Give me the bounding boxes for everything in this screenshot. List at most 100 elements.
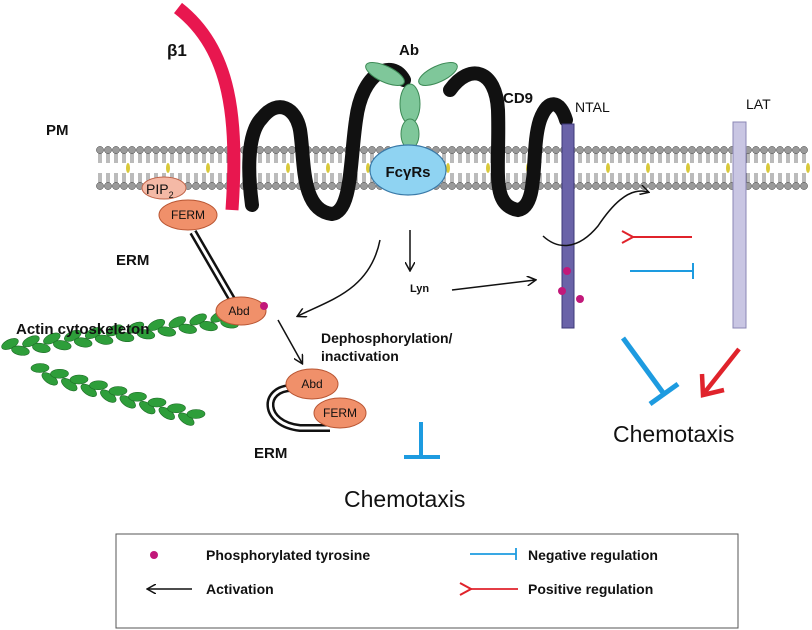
- legend-phospho-dot: [150, 551, 158, 559]
- lipid-head: [456, 182, 464, 190]
- cholesterol: [646, 163, 650, 173]
- lipid-head: [672, 182, 680, 190]
- lipid-head: [680, 146, 688, 154]
- ntal-lat-arrow: [542, 191, 648, 247]
- antibody: [365, 62, 458, 150]
- legend-negative-text: Negative regulation: [528, 547, 658, 563]
- lipid-head: [552, 182, 560, 190]
- lipid-head: [208, 146, 216, 154]
- lipid-head: [656, 182, 664, 190]
- ferm-bottom-label: FERM: [323, 406, 357, 420]
- cholesterol: [326, 163, 330, 173]
- lipid-head: [704, 182, 712, 190]
- lipid-head: [184, 146, 192, 154]
- lipid-head: [768, 182, 776, 190]
- lipid-head: [640, 146, 648, 154]
- beta1-label: β1: [167, 41, 187, 60]
- actin-monomer: [115, 331, 135, 343]
- lipid-head: [104, 146, 112, 154]
- lipid-head: [96, 146, 104, 154]
- cholesterol: [126, 163, 130, 173]
- lipid-head: [112, 146, 120, 154]
- lipid-head: [336, 146, 344, 154]
- ntal-bar: [561, 123, 575, 329]
- lipid-head: [368, 146, 376, 154]
- legend-phospho-text: Phosphorylated tyrosine: [206, 547, 370, 563]
- lipid-head: [200, 182, 208, 190]
- phospho-dot: [563, 267, 571, 275]
- lipid-head: [192, 146, 200, 154]
- erm-inactivation-arrow: [277, 319, 302, 363]
- lipid-head: [280, 146, 288, 154]
- actin-monomer: [89, 380, 108, 391]
- lipid-head: [328, 146, 336, 154]
- lipid-head: [288, 182, 296, 190]
- abd-bottom-label: Abd: [301, 377, 322, 391]
- cholesterol: [446, 163, 450, 173]
- legend-positive-text: Positive regulation: [528, 581, 653, 597]
- lipid-head: [104, 182, 112, 190]
- lipid-head: [368, 182, 376, 190]
- fcgr-label: FcγRs: [385, 164, 430, 181]
- lipid-head: [208, 182, 216, 190]
- lipid-head: [152, 146, 160, 154]
- lipid-head: [176, 146, 184, 154]
- erm-top-label: ERM: [116, 252, 149, 269]
- lipid-head: [600, 182, 608, 190]
- lipid-head: [800, 182, 808, 190]
- lipid-head: [648, 182, 656, 190]
- lipid-head: [696, 182, 704, 190]
- ab-label: Ab: [399, 42, 419, 59]
- lipid-head: [288, 146, 296, 154]
- lipid-head: [608, 182, 616, 190]
- lipid-head: [664, 146, 672, 154]
- lipid-head: [112, 182, 120, 190]
- actin-monomer: [32, 342, 51, 353]
- lipid-head: [792, 146, 800, 154]
- legend: Phosphorylated tyrosine Activation Negat…: [115, 533, 739, 629]
- lipid-head: [448, 182, 456, 190]
- lipid-head: [264, 182, 272, 190]
- lipid-head: [120, 146, 128, 154]
- lipid-head: [504, 146, 512, 154]
- actin-monomer: [128, 391, 147, 402]
- lipid-head: [752, 182, 760, 190]
- lipid-head: [144, 146, 152, 154]
- lipid-head: [672, 146, 680, 154]
- lipid-head: [360, 182, 368, 190]
- lipid-head: [192, 182, 200, 190]
- lyn-label: Lyn: [410, 283, 429, 295]
- lipid-head: [216, 146, 224, 154]
- actin-monomer: [178, 323, 197, 334]
- lipid-head: [520, 146, 528, 154]
- lipid-head: [784, 146, 792, 154]
- lipid-head: [632, 146, 640, 154]
- lipid-head: [608, 146, 616, 154]
- cholesterol: [806, 163, 810, 173]
- lipid-head: [592, 182, 600, 190]
- lipid-head: [272, 182, 280, 190]
- lipid-head: [480, 146, 488, 154]
- lipid-head: [624, 182, 632, 190]
- lipid-head: [472, 146, 480, 154]
- lipid-head: [576, 146, 584, 154]
- cd9-tetraspanin: [242, 62, 573, 222]
- lipid-head: [272, 146, 280, 154]
- lat-chemotaxis-activation: [699, 347, 741, 398]
- lipid-head: [760, 146, 768, 154]
- inactivation-label: inactivation: [321, 348, 399, 364]
- actin-monomer: [94, 334, 114, 345]
- actin-monomer: [108, 386, 128, 396]
- lipid-head: [168, 146, 176, 154]
- cholesterol: [686, 163, 690, 173]
- lipid-head: [776, 146, 784, 154]
- actin-filaments: [1, 308, 249, 426]
- actin-monomer: [136, 329, 156, 340]
- lipid-head: [600, 146, 608, 154]
- beta1-integrin: [173, 2, 241, 211]
- erm-chemotaxis-inhibition: [404, 422, 440, 459]
- lipid-head: [312, 146, 320, 154]
- lipid-head: [584, 146, 592, 154]
- ntal-chemotaxis-inhibition: [620, 336, 680, 407]
- lipid-head: [328, 182, 336, 190]
